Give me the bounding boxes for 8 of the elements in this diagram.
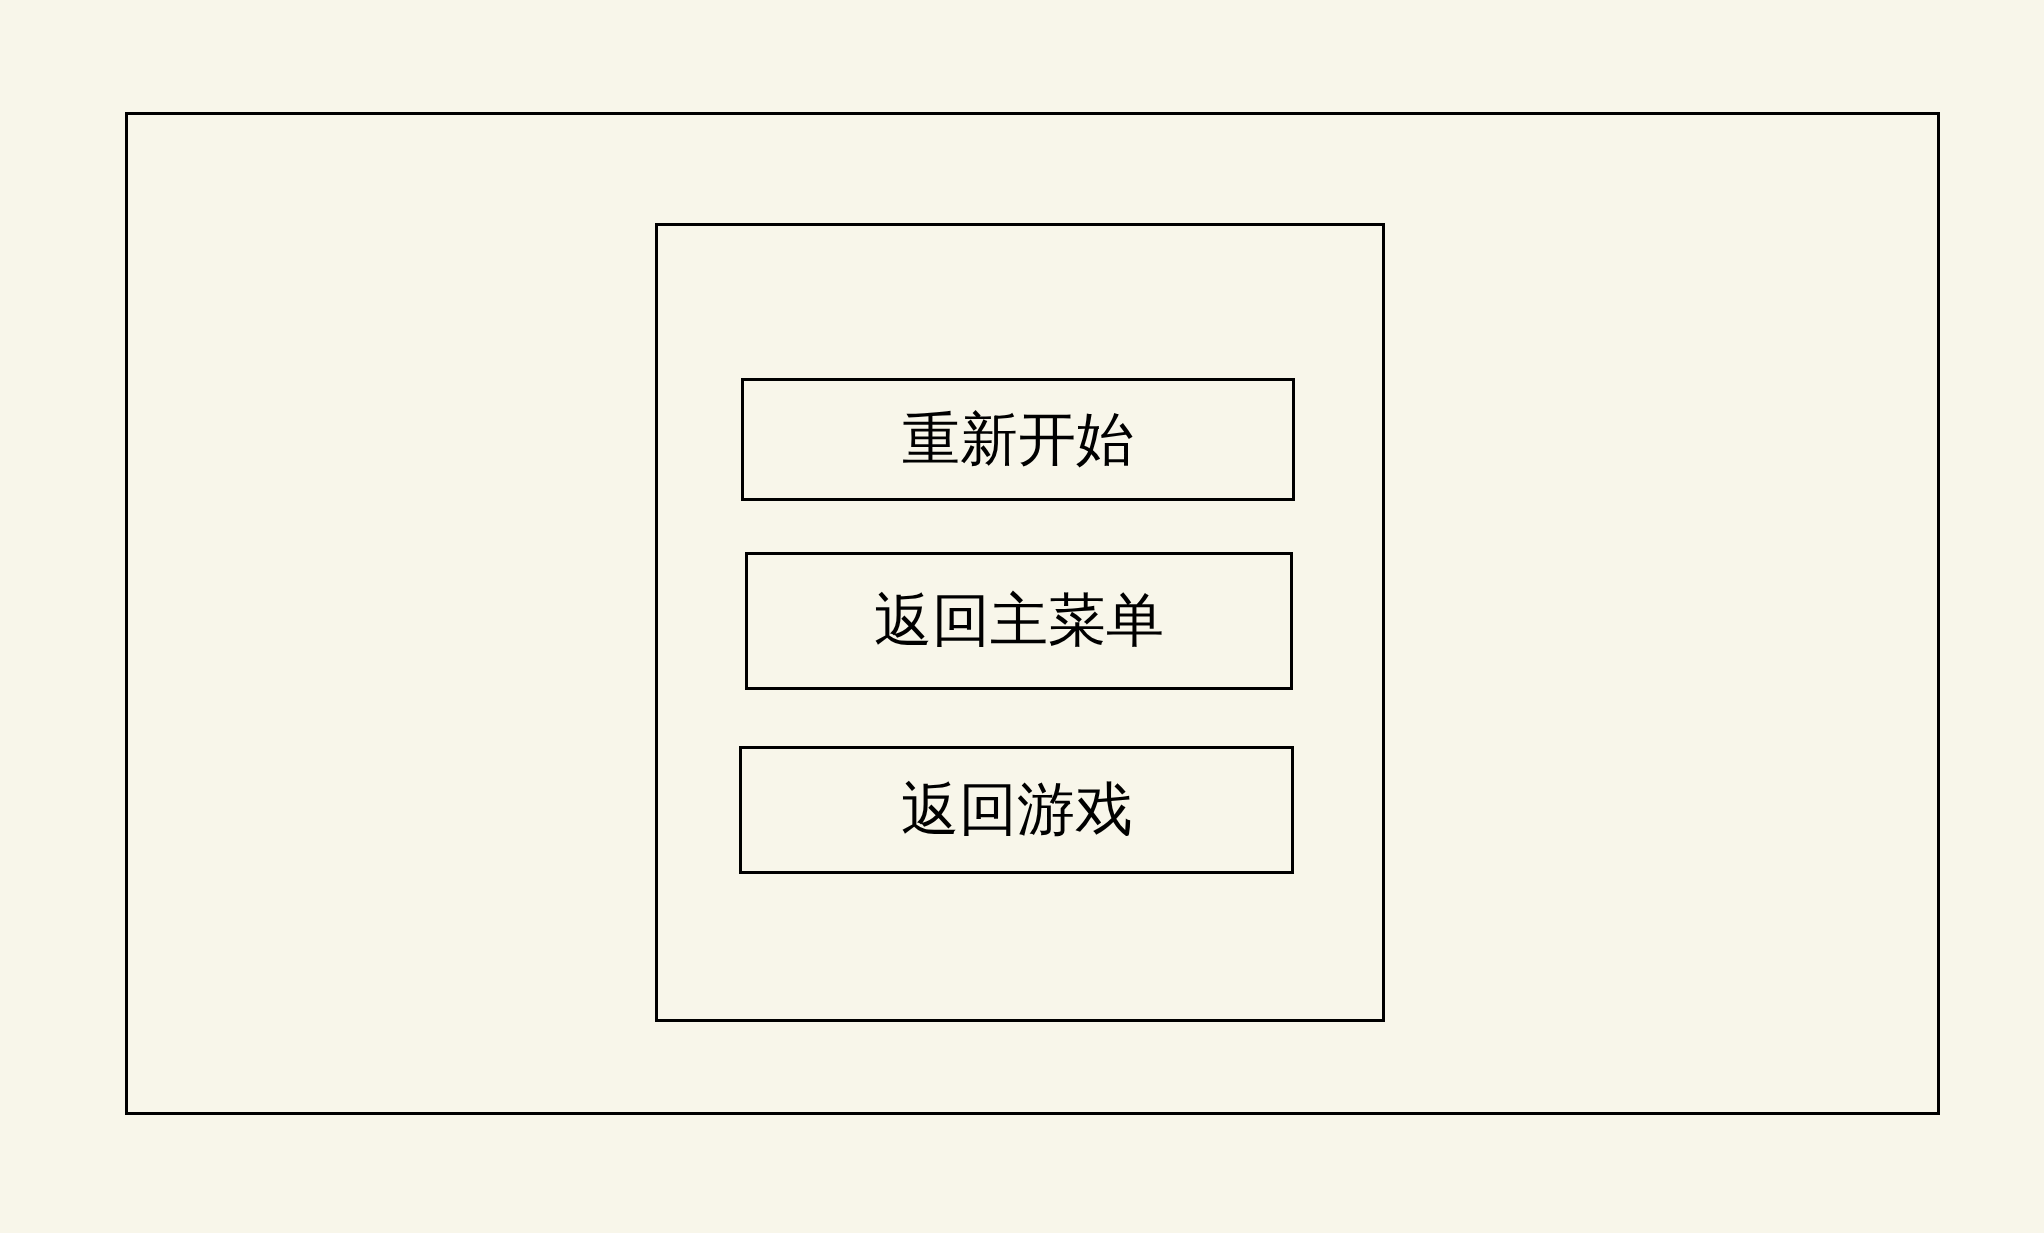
menu-option-box (739, 746, 1294, 874)
option-label: 重新开始 (902, 403, 1134, 475)
frame-box (655, 223, 1385, 1022)
menu-option-box (741, 378, 1295, 501)
option-label: 返回主菜单 (874, 585, 1164, 656)
menu-option-box (745, 552, 1293, 690)
frame-box (125, 112, 1940, 1115)
option-label: 返回游戏 (900, 774, 1133, 845)
